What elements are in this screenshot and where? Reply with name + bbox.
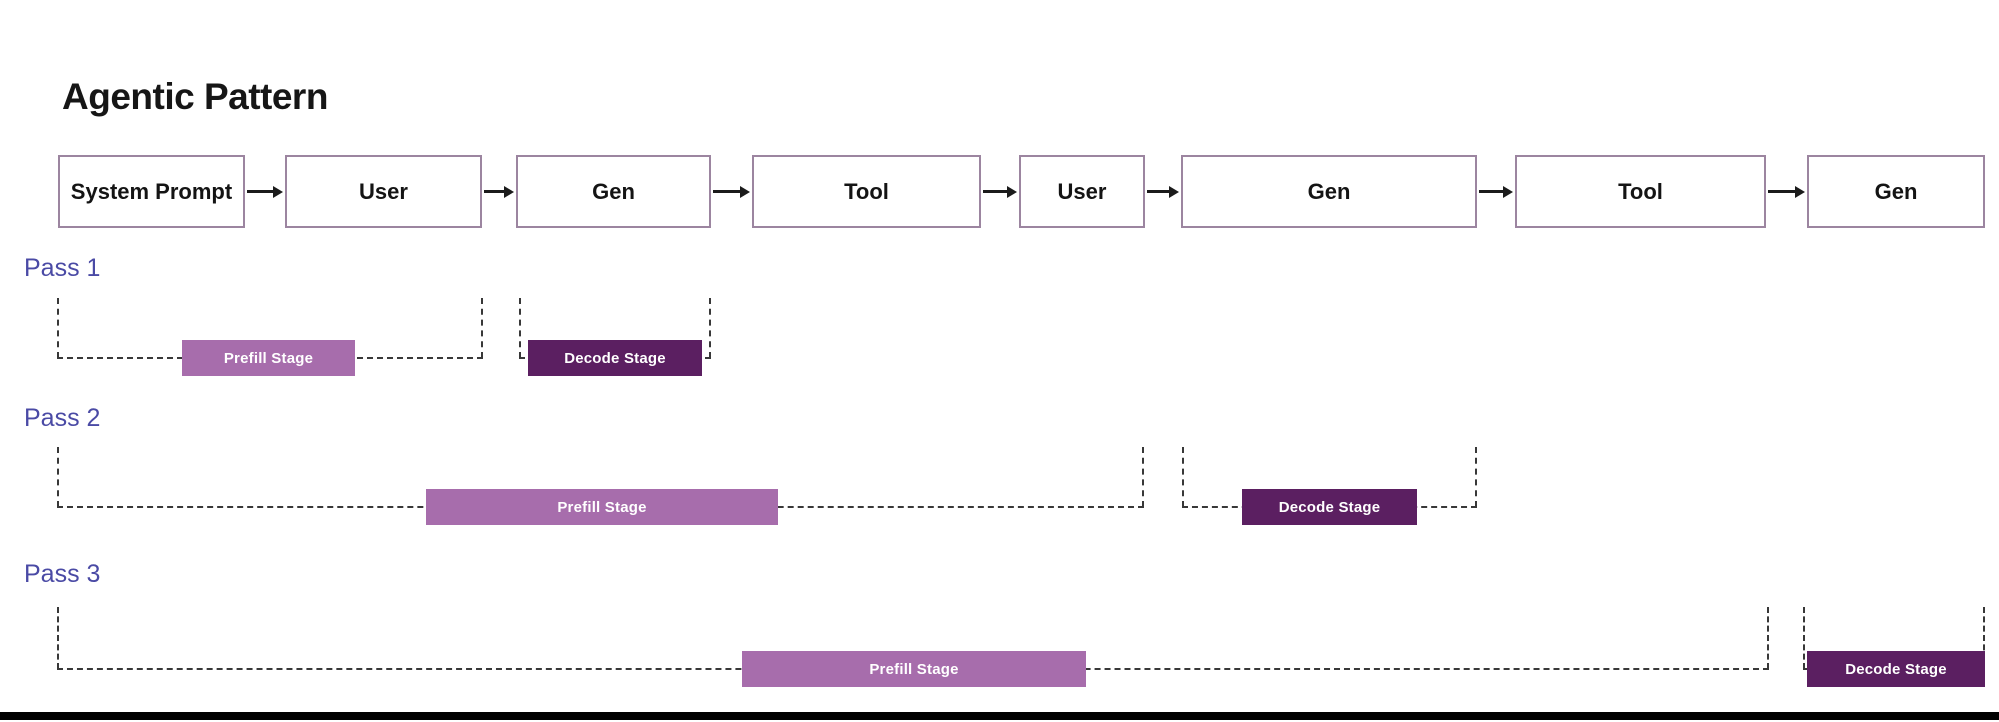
arrow-head-icon: [1795, 185, 1805, 198]
pass-1-decode-stage-bar: Decode Stage: [528, 340, 702, 376]
pass-1-prefill-bracket-right: [481, 298, 483, 358]
pass-1-decode-bracket-left: [519, 298, 521, 358]
diagram-title: Agentic Pattern: [62, 76, 328, 117]
pass-1-label: Pass 1: [24, 254, 101, 282]
flow-box-gen-1: Gen: [516, 155, 711, 228]
pass-2-decode-bracket-right: [1475, 447, 1477, 507]
pass-2-prefill-stage-bar: Prefill Stage: [426, 489, 778, 525]
arrow-head-icon: [1169, 185, 1179, 198]
pass-2-decode-stage-bar: Decode Stage: [1242, 489, 1417, 525]
bottom-edge-bar: [0, 712, 1999, 720]
pass-3-decode-bracket-left: [1803, 607, 1805, 669]
arrow-line: [1147, 190, 1172, 193]
flow-box-tool-2: Tool: [1515, 155, 1766, 228]
flow-arrow-2: [484, 185, 514, 198]
arrow-head-icon: [504, 185, 514, 198]
pass-2-decode-bracket-left: [1182, 447, 1184, 507]
arrow-line: [247, 190, 276, 193]
pass-1-prefill-bracket-left: [57, 298, 59, 358]
flow-arrow-6: [1479, 185, 1513, 198]
flow-box-system-prompt: System Prompt: [58, 155, 245, 228]
flow-box-user-1: User: [285, 155, 482, 228]
arrow-head-icon: [273, 185, 283, 198]
pass-3-label: Pass 3: [24, 560, 101, 588]
arrow-line: [713, 190, 743, 193]
flow-box-gen-3: Gen: [1807, 155, 1985, 228]
flow-arrow-4: [983, 185, 1017, 198]
pass-3-decode-stage-bar: Decode Stage: [1807, 651, 1985, 687]
arrow-line: [1479, 190, 1506, 193]
flow-arrow-5: [1147, 185, 1179, 198]
pass-2-prefill-bracket-left: [57, 447, 59, 507]
flow-arrow-1: [247, 185, 283, 198]
flow-box-user-2: User: [1019, 155, 1145, 228]
pass-3-decode-bracket-right: [1983, 607, 1985, 669]
arrow-head-icon: [740, 185, 750, 198]
pass-1-decode-bracket-right: [709, 298, 711, 358]
pass-3-prefill-bracket-left: [57, 607, 59, 669]
flow-box-tool-1: Tool: [752, 155, 981, 228]
pass-1-prefill-stage-bar: Prefill Stage: [182, 340, 355, 376]
flow-arrow-3: [713, 185, 750, 198]
arrow-line: [484, 190, 507, 193]
arrow-head-icon: [1503, 185, 1513, 198]
pass-3-prefill-stage-bar: Prefill Stage: [742, 651, 1086, 687]
pass-2-label: Pass 2: [24, 404, 101, 432]
pass-2-prefill-bracket-right: [1142, 447, 1144, 507]
flow-arrow-7: [1768, 185, 1805, 198]
arrow-line: [1768, 190, 1798, 193]
pass-3-prefill-bracket-right: [1767, 607, 1769, 669]
arrow-line: [983, 190, 1010, 193]
arrow-head-icon: [1007, 185, 1017, 198]
flow-box-gen-2: Gen: [1181, 155, 1477, 228]
